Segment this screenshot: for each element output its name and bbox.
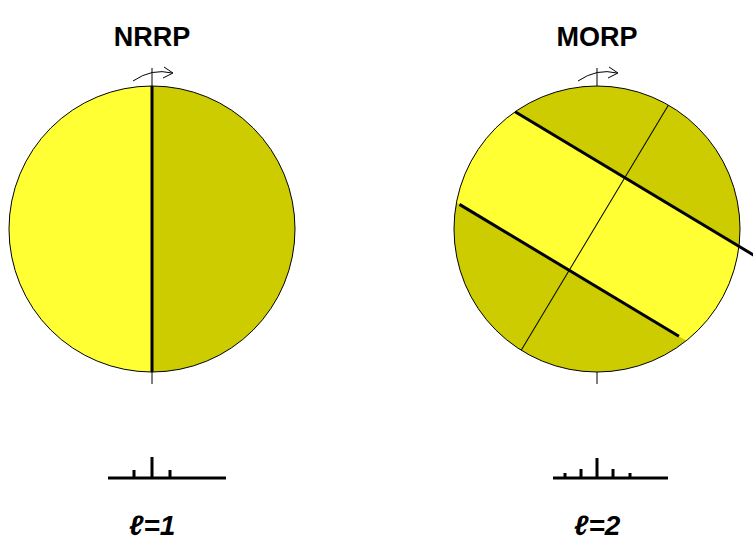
mode-heading: MORP <box>447 22 747 53</box>
mode-heading: NRRP <box>2 22 302 53</box>
degree-label: ℓ=1 <box>129 510 175 542</box>
star-disc: NRRP <box>2 22 302 374</box>
star-disc: MORP <box>447 22 747 374</box>
degree-label: ℓ=2 <box>574 510 620 542</box>
